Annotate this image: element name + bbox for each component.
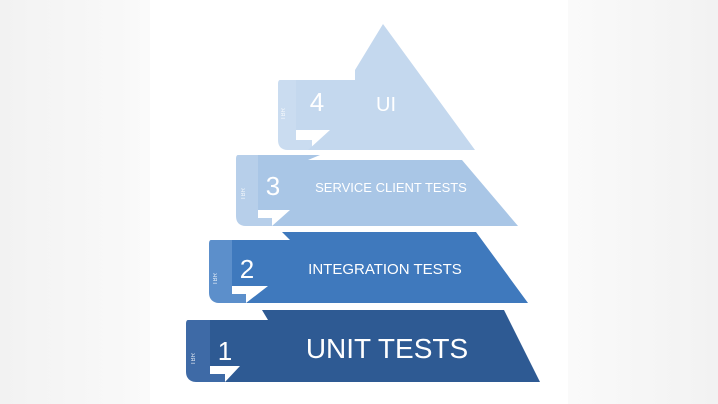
tier-4-number: 4 [310, 87, 324, 117]
left-background-band [0, 0, 150, 404]
tier-4-panel [296, 24, 475, 150]
tier-2-panel [232, 232, 528, 303]
tier-2-scroll [209, 240, 246, 303]
tier-2-number: 2 [240, 254, 254, 284]
tier-3-number: 3 [266, 171, 280, 201]
tier-3-panel [258, 155, 518, 226]
tier-2-label: INTEGRATION TESTS [308, 261, 462, 278]
tier-2-tag: TBR [213, 272, 219, 285]
tier-1-group: TBR 1 UNIT TESTS [186, 310, 540, 382]
tier-1-label: UNIT TESTS [306, 333, 468, 364]
tier-1-number: 1 [218, 336, 232, 366]
tier-4-scroll [278, 80, 312, 150]
tier-3-scroll [236, 155, 272, 226]
tier-2-group: TBR 2 INTEGRATION TESTS [209, 232, 528, 303]
tier-4-label: UI [376, 94, 396, 116]
right-background-band [568, 0, 718, 404]
tier-3-label: SERVICE CLIENT TESTS [315, 180, 467, 195]
tier-4-group: TBR 4 UI [278, 24, 475, 150]
tier-3-group: TBR 3 SERVICE CLIENT TESTS [236, 155, 518, 226]
tier-3-tag: TBR [241, 187, 247, 200]
tier-1-panel [210, 310, 540, 382]
tier-1-tag: TBR [191, 352, 197, 365]
tier-1-scroll [186, 320, 225, 382]
tier-4-tag: TBR [281, 107, 287, 120]
